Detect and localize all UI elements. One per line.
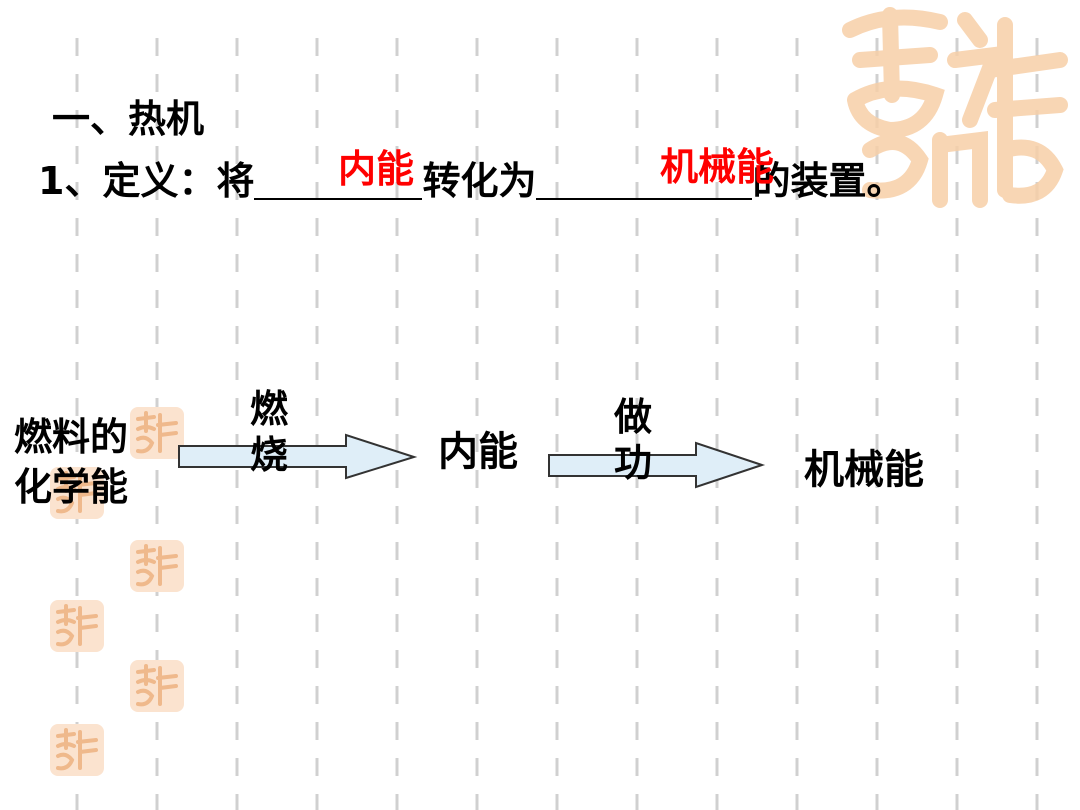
definition-middle: 转化为: [422, 159, 537, 203]
process2-char2: 功: [613, 441, 652, 485]
stamp-logo: [50, 724, 104, 776]
process1-char2: 烧: [249, 433, 288, 477]
stamp-logo: [50, 467, 104, 519]
process1-char1: 燃: [249, 387, 288, 431]
definition-line: 1、定义：将 转化为 的装置。: [38, 162, 904, 200]
flow-source-line1: 燃料的: [14, 415, 129, 459]
answer-internal-energy: 内能: [338, 147, 415, 191]
flow-process-work: 做 功: [612, 394, 654, 486]
flow-process-combustion: 燃 烧: [248, 386, 290, 478]
arrow-combustion: [178, 433, 418, 480]
process2-char1: 做: [613, 395, 652, 439]
stamp-logo: [50, 600, 104, 652]
definition-prefix: 1、定义：将: [38, 159, 255, 203]
jixiang-watermark-logo: [842, 7, 1068, 208]
flow-source: 燃料的 化学能: [14, 412, 128, 512]
stamp-logo: [130, 660, 184, 712]
flow-intermediate: 内能: [438, 429, 518, 475]
arrow-work: [548, 441, 766, 489]
fill-blank-2: [536, 162, 753, 200]
stamp-logo: [130, 540, 184, 592]
section-heading: 一、热机: [52, 97, 205, 141]
answer-mechanical-energy: 机械能: [660, 145, 775, 189]
fill-blank-1: [254, 162, 423, 200]
flow-source-line2: 化学能: [14, 465, 129, 509]
stamp-logo: [130, 407, 184, 459]
definition-suffix: 的装置。: [752, 159, 905, 203]
flow-result: 机械能: [804, 447, 924, 493]
